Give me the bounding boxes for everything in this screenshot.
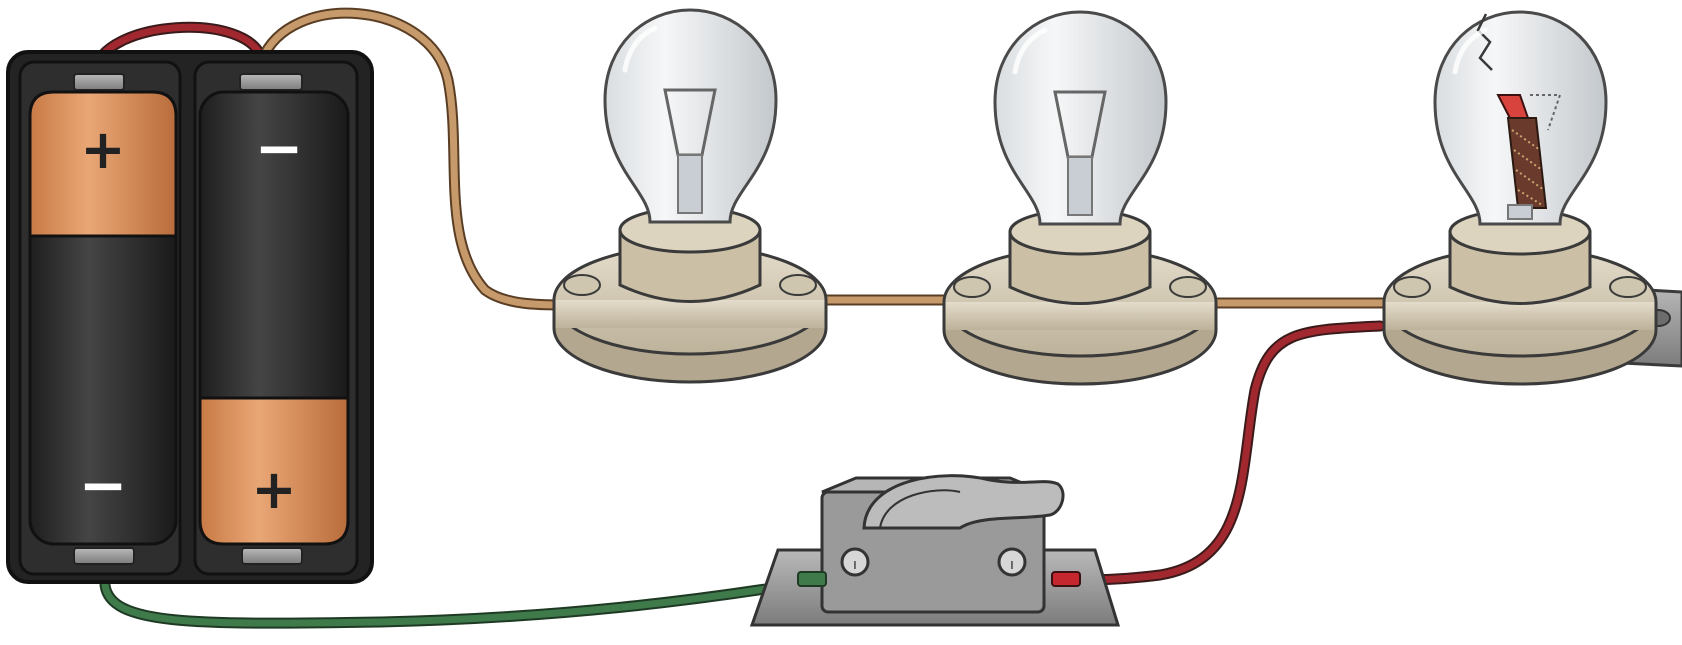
battery-cell-1: + − — [30, 92, 176, 544]
terminal-screw-right: ı — [999, 549, 1025, 575]
battery-cell-2: − + — [200, 92, 348, 544]
knife-switch: ı ı — [752, 476, 1118, 625]
cell-1-bottom-sign: − — [79, 451, 128, 519]
bulb-socket — [944, 210, 1216, 384]
bulb-2 — [944, 12, 1216, 384]
cell-1-top-sign: + — [80, 118, 125, 181]
bulb-glass — [995, 12, 1166, 224]
bulb-1 — [554, 10, 826, 382]
cell-2-bottom-sign: + — [251, 458, 296, 521]
bulb-socket — [554, 208, 826, 382]
bulb-3 — [1384, 12, 1682, 384]
svg-text:ı: ı — [853, 556, 857, 573]
bulb-socket — [1384, 210, 1682, 384]
cell-2-top-sign: − — [255, 114, 304, 182]
svg-text:ı: ı — [1010, 556, 1014, 573]
terminal-screw-left: ı — [842, 549, 868, 575]
bulb-glass — [605, 10, 776, 222]
